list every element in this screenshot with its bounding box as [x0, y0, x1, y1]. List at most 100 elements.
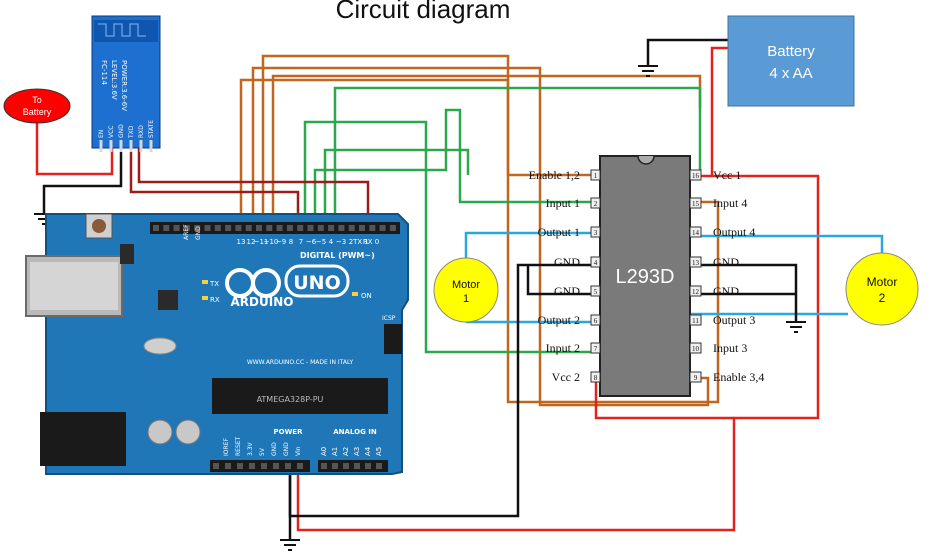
power-pin-label: 5V — [259, 447, 266, 456]
wire-green-input3 — [323, 148, 470, 218]
ic-pin-label-left: GND — [554, 284, 580, 298]
ground-icon — [280, 539, 300, 551]
bt-pin — [139, 140, 143, 152]
power-jack — [40, 412, 126, 466]
power-pin-label: IOREF — [223, 438, 230, 456]
ic-pin-number: 4 — [594, 259, 598, 267]
ic-pin-number: 16 — [692, 172, 700, 180]
ic-pin-label-right: Output 3 — [713, 313, 755, 327]
analog-pin-label: A5 — [375, 447, 383, 456]
capacitor-1 — [147, 419, 173, 445]
ic-pin-left — [590, 314, 601, 326]
digital-pin-label: RX 0 — [363, 238, 379, 246]
rx-label: RX — [210, 296, 220, 304]
bt-text-1: LEVEL:3.6V — [110, 60, 118, 100]
analog-pin-label: A1 — [331, 447, 339, 456]
wire-darkred-txd — [137, 148, 370, 218]
battery-spec: 4 x AA — [769, 65, 812, 82]
wire-red-vcc2 — [594, 378, 734, 420]
url-label: WWW.ARDUINO.CC - MADE IN ITALY — [247, 359, 354, 366]
chip-name: L293D — [616, 266, 675, 288]
wire-blue-output1 — [464, 231, 596, 262]
motor-1: Motor 1 — [433, 257, 499, 323]
to-battery-label-1: To — [32, 95, 42, 105]
motor-2-label: Motor — [867, 275, 898, 289]
power-pin-label: GND — [283, 442, 290, 456]
bt-pin — [149, 140, 153, 152]
analog-pin-label: A2 — [342, 447, 350, 456]
ic-pin-right — [689, 314, 702, 326]
bt-antenna — [94, 20, 158, 42]
bt-pin-label: VCC — [108, 126, 115, 138]
wire-black-bt-gnd — [42, 148, 123, 214]
capacitor-2 — [175, 419, 201, 445]
analog-pin-label: A4 — [364, 446, 372, 456]
reset-button-cap — [92, 219, 106, 233]
ic-pin-label-left: Output 2 — [538, 313, 580, 327]
motor-1-number: 1 — [463, 293, 469, 305]
digital-pin-label: ~10 — [264, 238, 279, 246]
aref-label: AREF — [183, 224, 190, 240]
to-battery-label-2: Battery — [23, 107, 52, 117]
digital-header-holes — [153, 225, 396, 231]
wire-orange-input4 — [261, 54, 720, 404]
ic-pin-right — [689, 197, 702, 209]
bt-text-2: POWER:3.6-6V — [120, 60, 128, 111]
ground-symbols — [34, 65, 806, 551]
to-battery: To Battery — [3, 88, 71, 124]
arduino-logo: ARDUINO UNO — [225, 264, 350, 309]
ic-pin-label-right: Output 4 — [713, 225, 755, 239]
ic-pin-right — [689, 342, 702, 354]
wire-red-battery — [710, 46, 728, 176]
ic-pin-left — [590, 226, 601, 238]
icsp-header — [384, 324, 402, 354]
ic-pin-number: 15 — [692, 200, 700, 208]
ic-pin-left — [590, 285, 601, 297]
atmega-chip — [212, 378, 388, 414]
to-battery-oval — [3, 88, 71, 124]
ic-pin-left — [590, 169, 601, 181]
digital-pin-label: 13 — [237, 238, 246, 246]
bt-pin-label: TXD — [128, 125, 135, 139]
power-pin-label: Vin — [295, 446, 302, 456]
motor-1-label: Motor — [452, 279, 480, 291]
ic-pin-right — [689, 256, 702, 268]
ic-pin-number: 2 — [594, 200, 598, 208]
chip-body — [599, 155, 691, 397]
usb-port-inner — [30, 262, 118, 310]
bt-pin — [109, 140, 113, 152]
analog-pin-label: A0 — [320, 447, 328, 456]
ic-pin-left — [590, 342, 601, 354]
motor-2-number: 2 — [879, 291, 886, 305]
ic-pin-label-left: Input 2 — [546, 341, 580, 355]
bt-pin-label: RXD — [138, 125, 145, 138]
ground-icon — [786, 321, 806, 333]
ic-pin-label-right: Vcc 1 — [713, 168, 741, 182]
ic-pin-number: 10 — [692, 345, 700, 353]
wire-green-input1 — [313, 108, 596, 218]
on-label: ON — [361, 292, 372, 300]
wire-black-gnd-left2 — [526, 265, 596, 296]
ic-pin-number: 9 — [694, 374, 698, 382]
ic-pin-left — [590, 197, 601, 209]
wire-black-batt-gnd — [646, 38, 728, 66]
ic-pin-number: 6 — [594, 317, 598, 325]
battery-pack: Battery 4 x AA — [727, 15, 855, 107]
usb-chip — [158, 290, 178, 310]
ic-pin-label-left: Output 1 — [538, 225, 580, 239]
digital-pin-label: ~6 — [306, 238, 317, 246]
battery-box — [727, 15, 855, 107]
ic-pin-number: 11 — [692, 317, 699, 325]
wire-orange-enable34 — [251, 66, 710, 407]
ic-pin-label-left: GND — [554, 255, 580, 269]
analog-label: ANALOG IN — [333, 428, 377, 436]
ic-pin-number: 8 — [594, 374, 598, 382]
ic-pin-number: 1 — [594, 172, 598, 180]
ground-icon — [638, 65, 658, 77]
digital-label: DIGITAL (PWM~) — [300, 251, 375, 260]
bt-pin-label: STATE — [148, 120, 155, 138]
chip-notch — [637, 155, 655, 165]
